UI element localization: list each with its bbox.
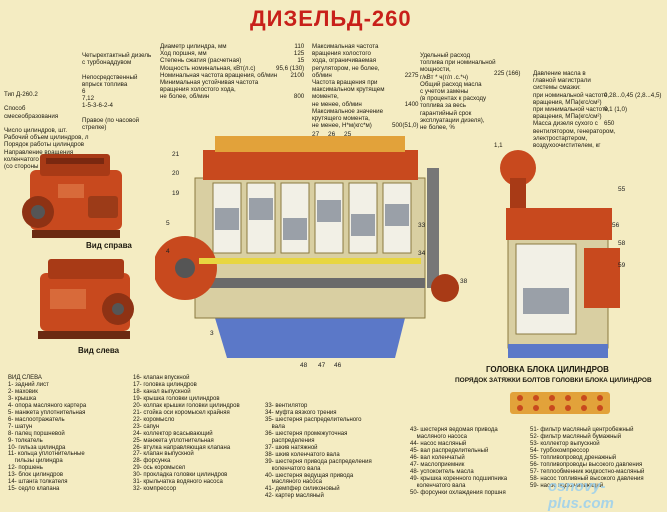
callout-26: 26 <box>328 131 336 138</box>
torque-order-caption: ПОРЯДОК ЗАТЯЖКИ БОЛТОВ ГОЛОВКИ БЛОКА ЦИЛ… <box>455 377 652 384</box>
watermark: osnovy-plus.com <box>548 478 614 512</box>
callout-3: 3 <box>210 330 214 337</box>
legend-col2: 16- клапан впускной 17- головка цилиндро… <box>133 375 240 493</box>
callout-46: 46 <box>334 362 342 369</box>
callout-38: 38 <box>460 278 468 285</box>
spec-main-labels: Диаметр цилиндра, мм Ход поршня, мм Степ… <box>160 43 278 101</box>
callout-5: 5 <box>166 220 170 227</box>
left-view-caption: Вид слева <box>78 346 120 355</box>
callout-21: 21 <box>172 151 180 158</box>
engine-right-view-image <box>22 154 122 238</box>
callout-47: 47 <box>318 362 326 369</box>
spec-values-left: Четырехтактный дизель с турбонаддувом Не… <box>82 52 152 132</box>
spec-speed-values: 2275 1400 500(51,0) <box>392 71 419 130</box>
spec-pressure-labels: Давление масла в главной магистрали сист… <box>533 70 616 150</box>
callout-34: 34 <box>418 250 426 257</box>
callout-58: 58 <box>618 240 626 247</box>
callout-4: 4 <box>166 248 170 255</box>
spec-pressure-values: 0,28...0,45 (2,8...4,5) 0,1 (1,0) 650 <box>604 91 662 128</box>
spec-consumption-values: 225 (166) 1,1 <box>494 70 521 150</box>
legend-col3: 33- вентилятор 34- муфта вязкого трения … <box>265 403 372 500</box>
engine-left-view-image <box>38 259 134 339</box>
spec-consumption-labels: Удельный расход топлива при номинальной … <box>420 52 496 132</box>
engine-cutaway-image <box>155 136 459 358</box>
callout-48: 48 <box>300 362 308 369</box>
spec-main-values: 110 125 15 95,6 (130) 2100 800 <box>276 43 305 101</box>
legend-col4: 43- шестерня ведомая привода масляного н… <box>410 427 508 496</box>
legend-col1: ВИД СЛЕВА 1- задний лист 2- маховик 3- к… <box>8 375 87 493</box>
spec-speed-labels: Максимальная частота вращения холостого … <box>312 43 385 130</box>
page-title: ДИЗЕЛЬД-260 <box>250 6 412 31</box>
right-view-caption: Вид справа <box>86 241 132 250</box>
callout-20: 20 <box>172 170 180 177</box>
callout-59: 59 <box>618 262 626 269</box>
cylinder-head-section-image <box>500 150 620 358</box>
callout-19: 19 <box>172 190 180 197</box>
callout-55: 55 <box>618 186 626 193</box>
head-caption: ГОЛОВКА БЛОКА ЦИЛИНДРОВ <box>486 365 609 374</box>
legend-col5: 51- фильтр масляный центробежный 52- фил… <box>530 427 645 489</box>
callout-56: 56 <box>612 222 620 229</box>
callout-27: 27 <box>312 131 320 138</box>
torque-order-diagram <box>510 392 610 414</box>
spec-labels-left: Тип Д-260.2 Способ смесеобразования Числ… <box>4 91 89 171</box>
callout-33: 33 <box>418 222 426 229</box>
callout-25: 25 <box>344 131 352 138</box>
